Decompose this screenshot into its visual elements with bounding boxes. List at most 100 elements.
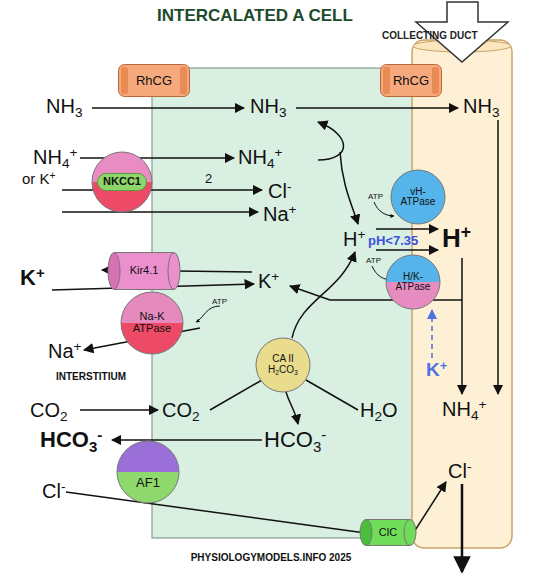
- transporter-text-box: ClC: [360, 519, 416, 546]
- formula-part: CO: [279, 364, 294, 375]
- formula-part: 4: [267, 156, 275, 171]
- channel-end: [108, 253, 120, 290]
- transporter-name: CA II H2CO3: [264, 354, 302, 376]
- formula-part: K: [258, 270, 271, 292]
- pump-half: [117, 441, 179, 472]
- h-secretion: [376, 249, 438, 251]
- formula-part: +: [36, 264, 45, 281]
- nh3-flux: [296, 107, 458, 109]
- formula-part: H: [442, 223, 461, 253]
- formula-part: -: [321, 426, 326, 443]
- transporter-text-box: H/K-ATPase: [385, 254, 441, 310]
- formula-part: 3: [492, 105, 500, 120]
- formula-part: K: [426, 359, 440, 380]
- channel-body: [366, 520, 410, 546]
- nh4-split: [340, 152, 358, 224]
- transporter-stripe: [432, 67, 439, 94]
- species-label: Cl-: [42, 480, 65, 501]
- transporter: RhCG: [118, 64, 190, 97]
- transporter-text-box: Na-K ATPase: [120, 291, 184, 355]
- transporter-name: vH-ATPase: [398, 187, 438, 208]
- transporter-text-box: vH-ATPase: [390, 169, 446, 225]
- species-label: Na+: [48, 340, 82, 361]
- channel-end: [404, 520, 416, 546]
- channel-end: [360, 520, 372, 546]
- transporter-stripe: [121, 67, 128, 94]
- transporter-stripe: [383, 67, 390, 94]
- formula-part: HCO: [40, 427, 89, 452]
- formula-part: +: [478, 397, 486, 412]
- transporter-text-box: RhCG: [118, 64, 190, 97]
- h2o-to-ca: [306, 380, 358, 410]
- channel-end: [168, 253, 180, 290]
- atp-arrow: [374, 202, 394, 216]
- transporter-name: RhCG: [393, 74, 429, 88]
- species-label: K+: [258, 270, 279, 291]
- text-label: ATP: [368, 193, 383, 201]
- species-label: K+: [20, 266, 45, 289]
- transporter-body: [381, 65, 442, 97]
- transporter: CA II H2CO3: [255, 337, 311, 393]
- formula-part: 2: [192, 409, 200, 424]
- transporter: AF1: [116, 440, 180, 504]
- formula-part: +: [274, 145, 282, 160]
- hco3-flux: [112, 439, 262, 441]
- pump-outline: [386, 255, 440, 309]
- species-label: NH4+: [33, 146, 77, 170]
- transporter: Na-K ATPase: [120, 291, 184, 355]
- co2-to-ca: [210, 380, 262, 410]
- species-label: NH3: [250, 96, 286, 119]
- h-secretion: [376, 228, 438, 230]
- formula-part: 2: [374, 409, 382, 424]
- transporter-body: [119, 65, 190, 97]
- species-label: H+: [343, 228, 365, 249]
- formula-part: 3: [313, 438, 321, 455]
- channel-body: [114, 253, 174, 290]
- ca-to-hco3: [286, 392, 298, 424]
- cl-flux: [62, 189, 262, 191]
- formula-part: 3: [89, 438, 97, 455]
- transporter-name: Kir4.1: [130, 265, 159, 277]
- species-label: Na+: [263, 203, 297, 224]
- pump-outline: [92, 152, 152, 212]
- formula-part: -: [467, 459, 472, 474]
- formula-part: Cl: [42, 480, 61, 502]
- formula-part: NH: [33, 146, 62, 168]
- formula-part: +: [69, 145, 77, 160]
- pump-half: [117, 472, 179, 503]
- species-label: Cl-: [448, 460, 471, 481]
- formula-part: -: [287, 179, 292, 194]
- formula-part: Cl: [448, 460, 467, 482]
- nh3-flux: [92, 107, 244, 109]
- species-label: HCO3-: [40, 428, 102, 455]
- formula-part: 2: [275, 369, 279, 376]
- formula-part: Na: [263, 203, 289, 225]
- transporter-name: RhCG: [136, 74, 172, 88]
- formula-part: -: [97, 426, 102, 443]
- co2-flux: [80, 409, 158, 411]
- transporter-text-box: CA II H2CO3: [255, 337, 311, 393]
- transporter-text-box: RhCG: [380, 64, 442, 97]
- species-label: Cl-: [268, 180, 291, 201]
- transporter-name: AF1: [136, 476, 160, 490]
- species-label: or K+: [22, 171, 55, 186]
- text-label: ATP: [212, 298, 227, 306]
- formula-part: 2: [60, 409, 68, 424]
- transporter-name: Na-K ATPase: [130, 311, 174, 334]
- formula-part: NH: [250, 95, 279, 117]
- text-label: PHYSIOLOGYMODELS.INFO 2025: [191, 553, 352, 563]
- species-label: H+: [442, 224, 471, 251]
- pump-outline: [256, 338, 310, 392]
- h-to-nh4: [461, 258, 463, 394]
- diagram-title: INTERCALATED A CELL: [157, 7, 353, 24]
- formula-part: NH: [46, 95, 75, 117]
- transporter: H/K-ATPase: [385, 254, 441, 310]
- outflow-arrow: [461, 484, 464, 572]
- formula-part: +: [357, 227, 365, 242]
- formula-part: Na: [48, 340, 74, 362]
- formula-part: NH: [442, 398, 471, 420]
- formula-part: O: [382, 399, 398, 421]
- atp-arrow: [196, 306, 220, 322]
- formula-part: NH: [238, 146, 267, 168]
- transporter: ClC: [360, 519, 416, 546]
